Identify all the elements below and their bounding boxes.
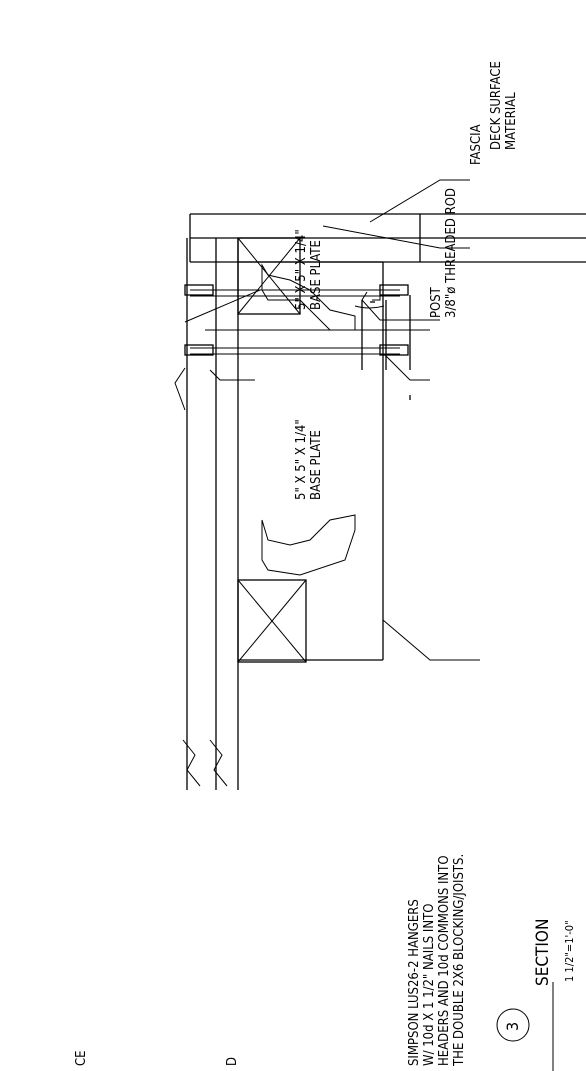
threaded-rod-label: 3/8"ø THREADED ROD — [444, 188, 459, 318]
rotated-labels: DECK SURFACE MATERIAL FASCIA POST 3/8"ø … — [74, 61, 519, 1067]
joist-assembly — [186, 238, 384, 790]
fascia-label: FASCIA — [469, 124, 484, 165]
base-plate-bottom-label-2: BASE PLATE — [309, 430, 324, 500]
base-plate-top-label-2: BASE PLATE — [309, 240, 324, 310]
section-number-circle — [496, 1008, 530, 1042]
blocking-bottom — [237, 579, 307, 663]
section-tag: 3 SECTION 1 1/2"=1'-0" — [496, 919, 576, 1071]
hangers-label: SIMPSON LUS26-2 HANGERS — [407, 899, 422, 1066]
hanger-bottom — [261, 514, 356, 576]
base-plate-bottom — [184, 344, 409, 356]
post — [354, 289, 411, 400]
header-beam — [182, 213, 586, 787]
base-plate-bottom-label: 5" X 5" X 1/4" — [294, 419, 309, 500]
hangers-label-2: W/ 10d X 1 1/2" NAILS INTO — [422, 904, 437, 1066]
section-scale: 1 1/2"=1'-0" — [563, 920, 576, 982]
base-plate-top-label: 5" X 5" X 1/4" — [294, 229, 309, 310]
section-number: 3 — [503, 1022, 522, 1031]
section-title: SECTION — [533, 919, 553, 986]
cropped-ce-label: CE — [74, 1050, 89, 1066]
hanger-top — [261, 263, 356, 331]
leaders — [174, 179, 480, 661]
hangers-label-4: THE DOUBLE 2X6 BLOCKING/JOISTS. — [452, 854, 467, 1067]
deck-surface-label: DECK SURFACE — [489, 61, 504, 150]
post-label: POST — [429, 286, 444, 318]
fascia-block-top — [237, 237, 301, 315]
hangers-label-3: HEADERS AND 10d COMMONS INTO — [437, 855, 452, 1066]
cropped-d-label: D — [225, 1057, 240, 1066]
deck-surface-label-2: MATERIAL — [504, 92, 519, 150]
